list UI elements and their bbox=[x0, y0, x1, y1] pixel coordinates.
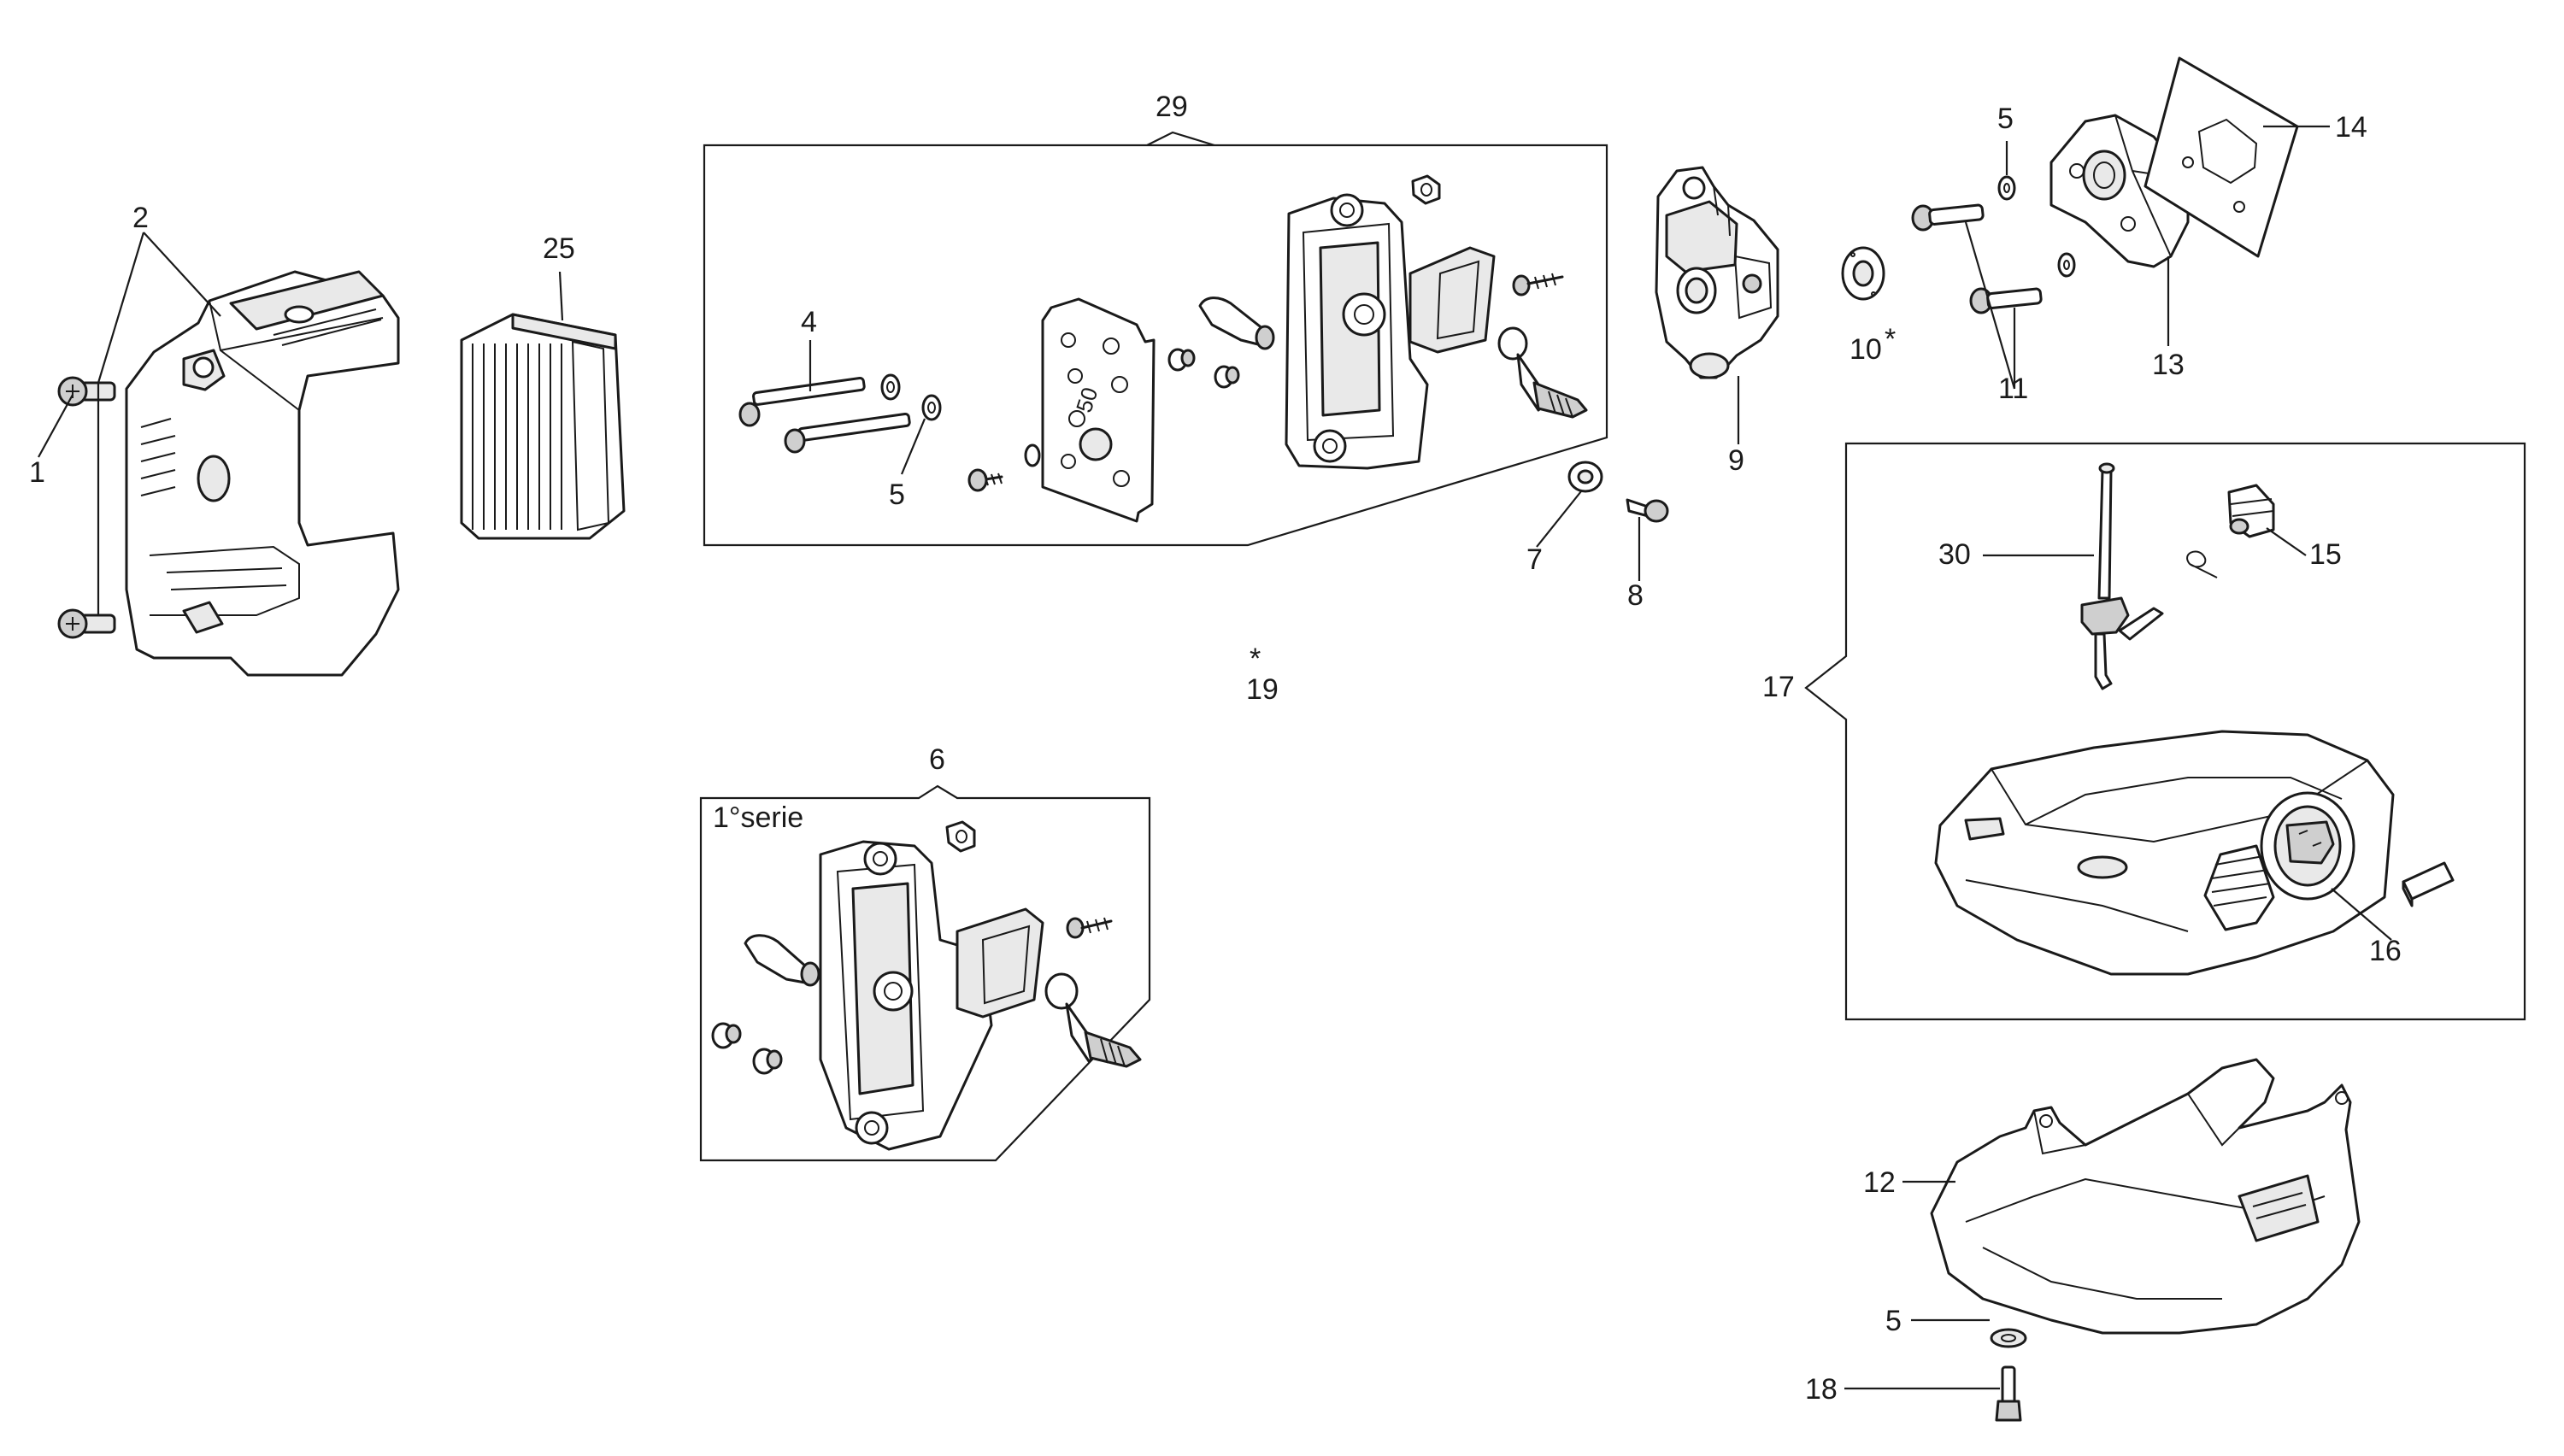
gasket-sheet-part-14 bbox=[2144, 56, 2299, 258]
bolt-part-18 bbox=[1995, 1365, 2022, 1422]
carburetor-part bbox=[1655, 166, 1779, 379]
cover-screw-upper bbox=[57, 376, 116, 407]
washer-part-5-lower bbox=[1990, 1328, 2027, 1348]
washer-29c bbox=[1024, 443, 1041, 467]
air-filter-base-first-series bbox=[819, 840, 1044, 1151]
callout-7: 7 bbox=[1526, 543, 1543, 576]
screw-first-series bbox=[1066, 917, 1113, 939]
callout-17: 17 bbox=[1762, 671, 1795, 703]
bushing-29a bbox=[1167, 348, 1196, 372]
callout-8: 8 bbox=[1627, 579, 1644, 612]
leader-11a bbox=[1964, 221, 2016, 390]
washer-part-7 bbox=[1567, 461, 1603, 493]
leader-7 bbox=[1536, 490, 1582, 548]
group-29-frame bbox=[703, 144, 1608, 547]
callout-10-mark: * bbox=[1885, 323, 1896, 355]
callout-4: 4 bbox=[801, 306, 817, 338]
leader-16 bbox=[2331, 888, 2392, 941]
leader-2a bbox=[143, 232, 221, 317]
throttle-lever-29 bbox=[1497, 326, 1588, 419]
inset-label-first-series: 1°serie bbox=[713, 801, 803, 834]
fuel-tank-part bbox=[1934, 730, 2395, 976]
group-17-frame bbox=[1804, 442, 2526, 1021]
callout-16: 16 bbox=[2369, 935, 2402, 967]
group-6-frame bbox=[699, 784, 1151, 1162]
bolt-part-8 bbox=[1626, 498, 1669, 523]
cover-screw-lower bbox=[57, 608, 116, 639]
callout-5-b: 5 bbox=[1997, 103, 2014, 135]
callout-18: 18 bbox=[1805, 1373, 1838, 1406]
nut-first-series bbox=[945, 820, 976, 853]
long-bolt-upper bbox=[738, 376, 866, 427]
leader-2b bbox=[97, 232, 145, 384]
bushing-29b bbox=[1214, 365, 1240, 389]
small-screw-29 bbox=[967, 468, 1003, 492]
fuel-filter-part-15 bbox=[2227, 484, 2275, 538]
bushing-first-series-a bbox=[711, 1022, 742, 1049]
callout-30: 30 bbox=[1938, 538, 1971, 571]
frame-handle-part-12 bbox=[1930, 1058, 2361, 1335]
washer-29b bbox=[921, 394, 942, 421]
callout-5-a: 5 bbox=[889, 478, 905, 511]
callout-9: 9 bbox=[1728, 444, 1744, 477]
fuel-pickup-tube-part-30 bbox=[2080, 462, 2164, 690]
gasket-part-10 bbox=[1841, 246, 1885, 301]
leader-25 bbox=[558, 271, 564, 321]
tank-pad-part bbox=[2402, 861, 2455, 907]
callout-5-c: 5 bbox=[1885, 1305, 1902, 1337]
group-29-bracket bbox=[1146, 131, 1215, 147]
screw-29b bbox=[1512, 273, 1564, 296]
callout-1: 1 bbox=[29, 456, 45, 489]
washer-29a bbox=[880, 373, 901, 401]
callout-6: 6 bbox=[929, 743, 945, 776]
air-filter-cover-part bbox=[125, 270, 400, 677]
leader-15 bbox=[2266, 527, 2307, 556]
callout-15: 15 bbox=[2309, 538, 2342, 571]
callout-10: 10 bbox=[1849, 333, 1882, 366]
bolt-part-11-lower bbox=[1969, 287, 2043, 314]
callout-11: 11 bbox=[1998, 373, 2028, 405]
washer-part-5-mid bbox=[2057, 252, 2076, 278]
carburetor-spacer-plate: 50 bbox=[1041, 297, 1156, 523]
callout-2: 2 bbox=[132, 202, 149, 234]
leader-1 bbox=[38, 394, 74, 458]
washer-part-5-upper bbox=[1997, 175, 2016, 201]
callout-12: 12 bbox=[1863, 1166, 1896, 1199]
leader-5a bbox=[900, 418, 926, 475]
choke-lever-29 bbox=[1198, 296, 1275, 350]
choke-lever-first-series bbox=[744, 934, 820, 987]
bushing-first-series-b bbox=[752, 1048, 783, 1075]
callout-29: 29 bbox=[1156, 91, 1188, 123]
long-bolt-lower bbox=[784, 412, 911, 454]
callout-13: 13 bbox=[2152, 349, 2185, 381]
air-filter-element-part bbox=[460, 313, 626, 540]
callout-19: 19 bbox=[1246, 673, 1279, 706]
clip-part bbox=[2186, 550, 2218, 578]
throttle-lever-first-series bbox=[1044, 972, 1142, 1068]
bolt-part-11-upper bbox=[1911, 203, 1985, 232]
nut-29 bbox=[1411, 174, 1441, 205]
callout-14: 14 bbox=[2335, 111, 2367, 144]
callout-19-mark: * bbox=[1250, 643, 1261, 675]
air-filter-base-29 bbox=[1285, 193, 1496, 470]
callout-25: 25 bbox=[543, 232, 575, 265]
